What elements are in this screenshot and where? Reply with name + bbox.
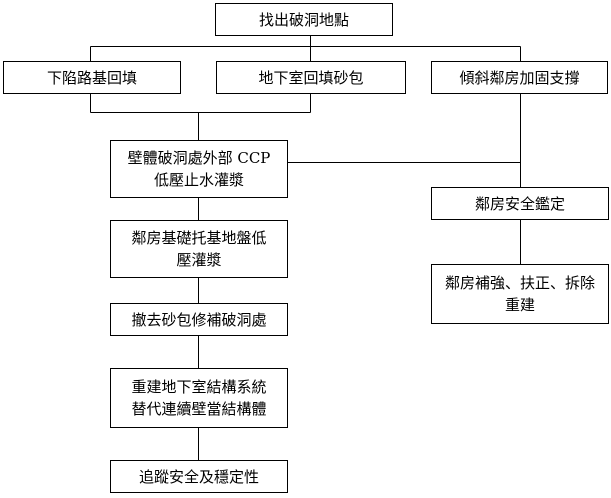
node-lower-road-line-1: 下陷路基回填 — [46, 68, 137, 87]
node-neighbor-repair: 鄰房補強、扶正、拆除 重建 — [431, 264, 609, 324]
node-wall-grout: 壁體破洞處外部 CCP 低壓止水灌漿 — [110, 140, 288, 198]
node-tilted-neighbor: 傾斜鄰房加固支撐 — [431, 61, 608, 94]
node-remove-sandbag: 撤去砂包修補破洞處 — [110, 303, 288, 336]
node-neighbor-foundation: 鄰房基礎托基地盤低 壓灌漿 — [110, 220, 288, 278]
node-neighbor-safety-line-1: 鄰房安全鑑定 — [474, 194, 565, 213]
node-neighbor-safety: 鄰房安全鑑定 — [431, 187, 609, 220]
node-tilted-neighbor-line-1: 傾斜鄰房加固支撐 — [459, 68, 580, 87]
node-track-safety-line-1: 追蹤安全及穩定性 — [138, 467, 259, 486]
node-basement-backfill: 地下室回填砂包 — [216, 61, 406, 94]
node-wall-grout-line-1: 壁體破洞處外部 CCP — [127, 149, 271, 167]
node-neighbor-foundation-line-2: 壓灌漿 — [176, 251, 222, 269]
node-remove-sandbag-line-1: 撤去砂包修補破洞處 — [131, 310, 267, 329]
node-find-hole-line-1: 找出破洞地點 — [258, 10, 349, 29]
node-rebuild-basement: 重建地下室結構系統 替代連續壁當結構體 — [110, 368, 288, 428]
node-track-safety: 追蹤安全及穩定性 — [110, 460, 288, 493]
node-find-hole: 找出破洞地點 — [215, 3, 393, 36]
node-wall-grout-line-2: 低壓止水灌漿 — [153, 171, 244, 189]
node-rebuild-basement-line-1: 重建地下室結構系統 — [131, 378, 267, 396]
node-rebuild-basement-line-2: 替代連續壁當結構體 — [131, 400, 267, 418]
node-lower-road: 下陷路基回填 — [3, 61, 181, 94]
node-neighbor-repair-line-1: 鄰房補強、扶正、拆除 — [444, 274, 595, 292]
node-neighbor-repair-line-2: 重建 — [504, 296, 535, 314]
node-neighbor-foundation-line-1: 鄰房基礎托基地盤低 — [131, 229, 267, 247]
node-basement-backfill-line-1: 地下室回填砂包 — [258, 68, 364, 87]
